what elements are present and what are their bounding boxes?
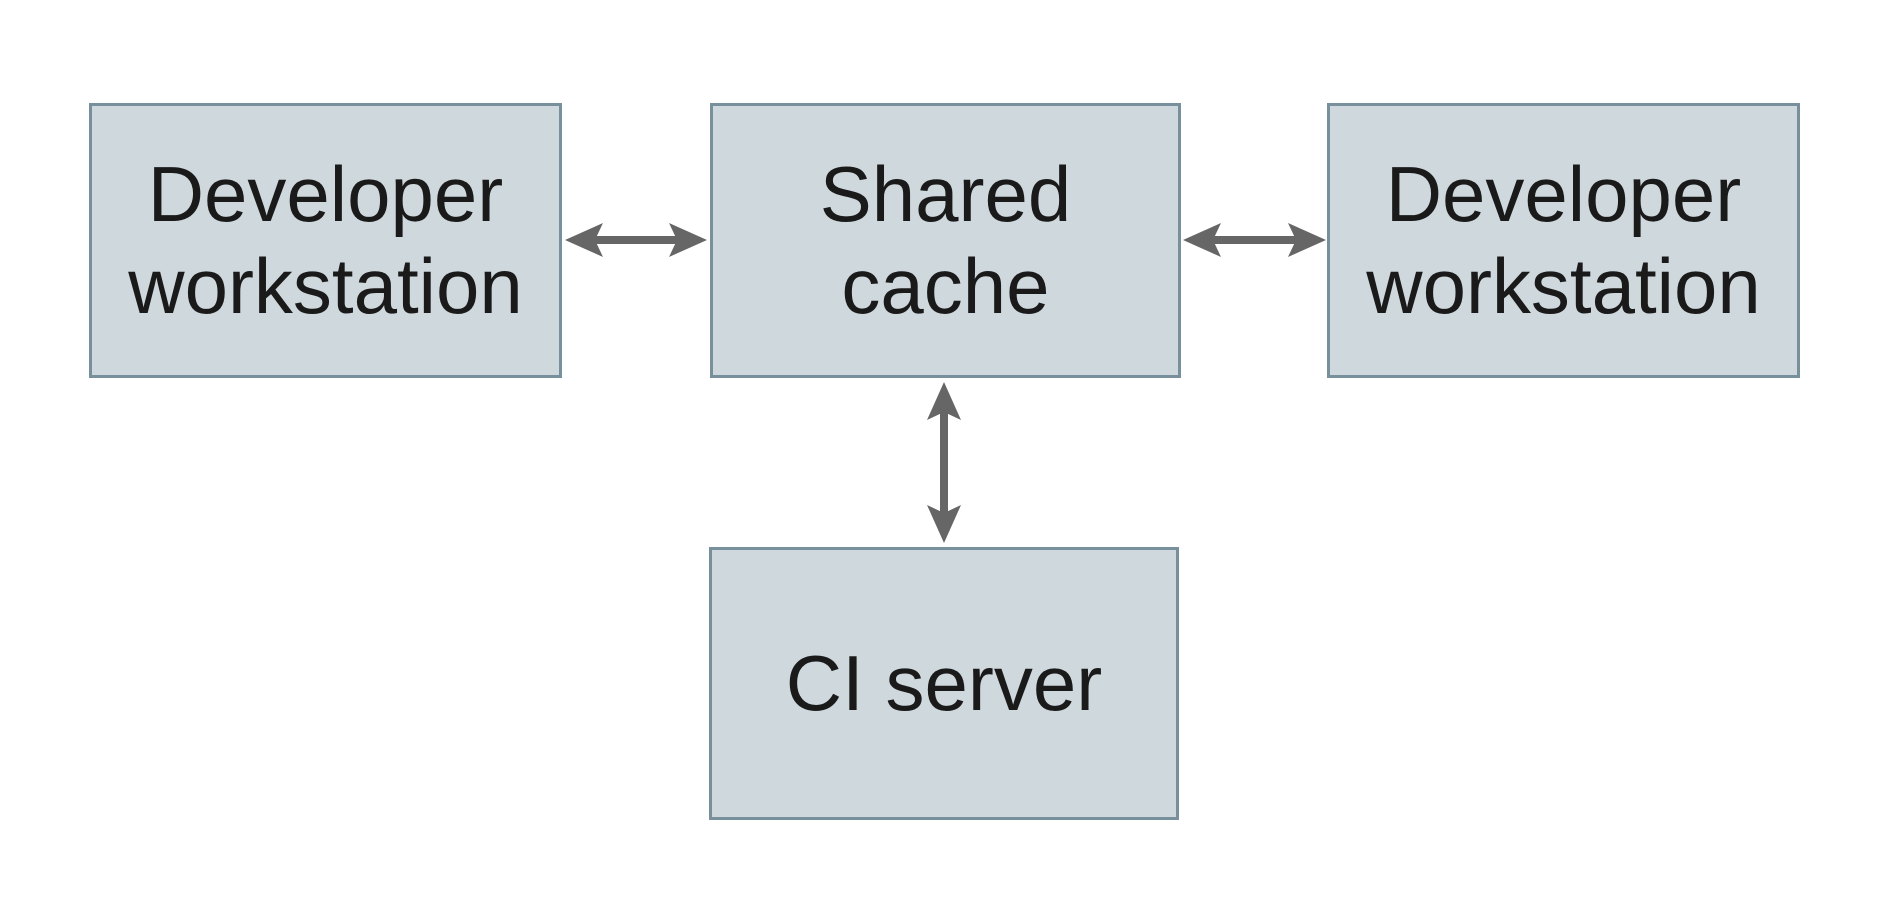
node-label: Developer workstation <box>1366 150 1761 330</box>
node-developer-workstation-right: Developer workstation <box>1327 103 1800 378</box>
node-developer-workstation-left: Developer workstation <box>89 103 562 378</box>
node-label: Developer workstation <box>128 150 523 330</box>
double-arrow-cache-right <box>1183 223 1326 257</box>
node-shared-cache: Shared cache <box>710 103 1181 378</box>
node-label: Shared cache <box>819 150 1072 330</box>
node-label: CI server <box>785 638 1103 727</box>
node-ci-server: CI server <box>709 547 1179 820</box>
double-arrow-left-cache <box>565 223 707 257</box>
double-arrow-cache-ci <box>927 382 961 543</box>
